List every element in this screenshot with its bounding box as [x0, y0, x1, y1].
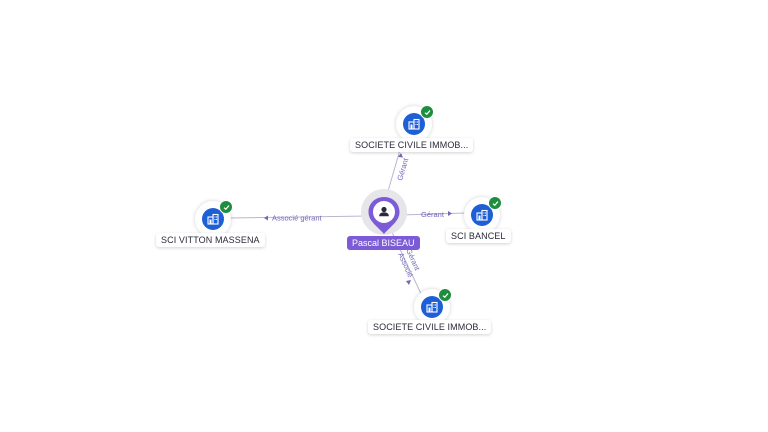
company-label-bottom[interactable]: SOCIETE CIVILE IMMOB... — [368, 320, 492, 334]
company-label-left[interactable]: SCI VITTON MASSENA — [156, 233, 265, 247]
company-node-right[interactable] — [464, 196, 502, 233]
edge-left — [229, 215, 371, 219]
company-label-right[interactable]: SCI BANCEL — [446, 229, 511, 243]
arrow-bottom — [406, 280, 411, 285]
company-node-left[interactable] — [195, 200, 233, 237]
arrow-left — [264, 215, 268, 221]
building-icon — [207, 213, 219, 225]
edge-right — [399, 212, 467, 216]
verified-check-icon — [219, 200, 233, 214]
person-label[interactable]: Pascal BISEAU — [347, 236, 420, 250]
building-icon — [408, 118, 420, 130]
building-icon — [476, 209, 488, 221]
edge-label-right: Gérant — [421, 210, 445, 219]
person-node[interactable] — [367, 196, 401, 236]
arrow-right — [448, 211, 452, 216]
edge-label-left: Associé gérant — [272, 214, 323, 223]
arrow-top — [398, 153, 403, 158]
company-node-bottom[interactable] — [414, 288, 452, 325]
building-icon — [426, 301, 438, 313]
company-label-top[interactable]: SOCIETE CIVILE IMMOB... — [350, 138, 474, 152]
verified-check-icon — [438, 288, 452, 302]
verified-check-icon — [488, 196, 502, 210]
verified-check-icon — [420, 105, 434, 119]
company-node-top[interactable] — [396, 105, 434, 142]
user-icon — [379, 206, 389, 217]
